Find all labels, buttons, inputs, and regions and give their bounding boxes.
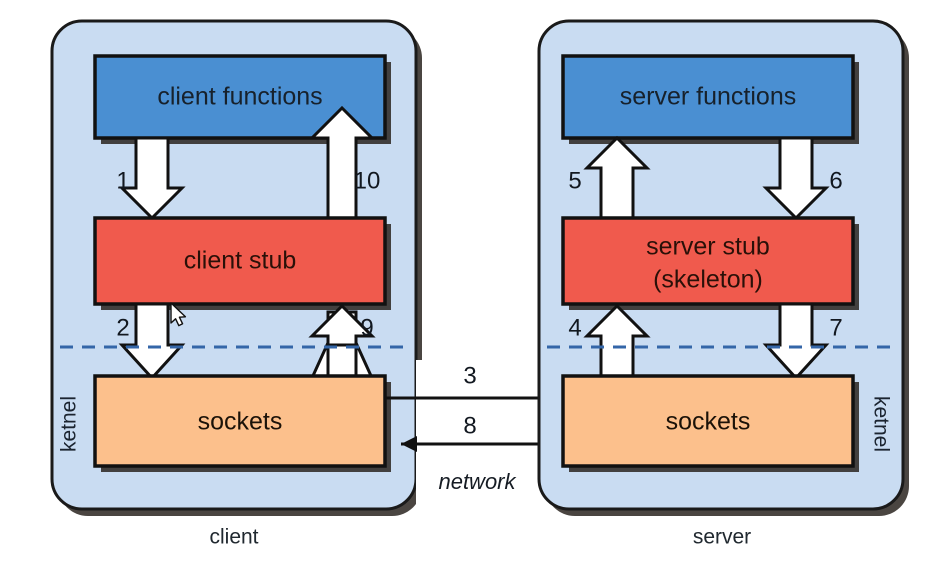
- arrow-up-client-sockets-to-stub-tip: [308, 303, 376, 347]
- server-caption: server: [693, 526, 751, 549]
- client-arrow-2-group: 2: [116, 302, 186, 381]
- client-sockets-label: sockets: [198, 408, 283, 436]
- server-functions-box[interactable]: [561, 54, 855, 140]
- client-sockets-box[interactable]: [93, 374, 387, 468]
- server-arrow-6-group: 6: [762, 136, 843, 221]
- client-stub-group: client stub: [93, 216, 391, 310]
- server-stub-label-line2: (skeleton): [653, 266, 763, 294]
- server-arrow-5-group: 5: [568, 135, 651, 220]
- arrow-up-server-stub-to-functions: [583, 135, 651, 220]
- server-sockets-group: sockets: [561, 374, 859, 472]
- client-caption: client: [209, 526, 258, 549]
- client-kernel-label: ketnel: [58, 396, 81, 452]
- server-arrow-7-group: 7: [762, 302, 843, 381]
- client-functions-group: client functions: [93, 54, 391, 144]
- arrow-down-client-stub-to-sockets: [118, 302, 186, 381]
- client-arrow-1-group: 1: [116, 136, 186, 221]
- step-number-1: 1: [116, 167, 129, 194]
- network-background-band: [416, 360, 548, 510]
- step-number-6: 6: [829, 167, 842, 194]
- server-arrow-4-group: 4: [568, 303, 651, 380]
- step-number-4: 4: [568, 314, 581, 341]
- step-number-3: 3: [463, 362, 476, 389]
- step-number-5: 5: [568, 167, 581, 194]
- client-sockets-group: sockets: [93, 374, 391, 472]
- server-stub-box[interactable]: [561, 216, 855, 306]
- arrow-down-server-stub-to-sockets: [762, 302, 830, 381]
- step-number-9: 9: [360, 314, 373, 341]
- step-number-8: 8: [463, 412, 476, 439]
- arrow-down-client-functions-to-stub: [118, 136, 186, 221]
- client-stub-label: client stub: [184, 247, 297, 275]
- server-functions-label: server functions: [620, 83, 796, 111]
- network-reply-arrowhead: [401, 436, 417, 452]
- client-functions-label: client functions: [157, 83, 322, 111]
- step-number-10: 10: [354, 167, 381, 194]
- mouse-pointer-icon: [170, 302, 187, 327]
- network-group: 3 8 network: [385, 360, 576, 510]
- arrow-down-server-functions-to-stub: [762, 136, 830, 221]
- server-sockets-label: sockets: [666, 408, 751, 436]
- client-stub-box[interactable]: [93, 216, 387, 306]
- server-sockets-box[interactable]: [561, 374, 855, 468]
- step-number-7: 7: [829, 314, 842, 341]
- step-number-2: 2: [116, 314, 129, 341]
- arrow-up-server-sockets-to-stub: [583, 303, 651, 380]
- server-stub-group: server stub (skeleton): [561, 216, 859, 310]
- server-stub-label-line1: server stub: [646, 233, 770, 261]
- server-functions-group: server functions: [561, 54, 859, 144]
- network-label: network: [438, 469, 516, 494]
- server-kernel-label: ketnel: [869, 396, 892, 452]
